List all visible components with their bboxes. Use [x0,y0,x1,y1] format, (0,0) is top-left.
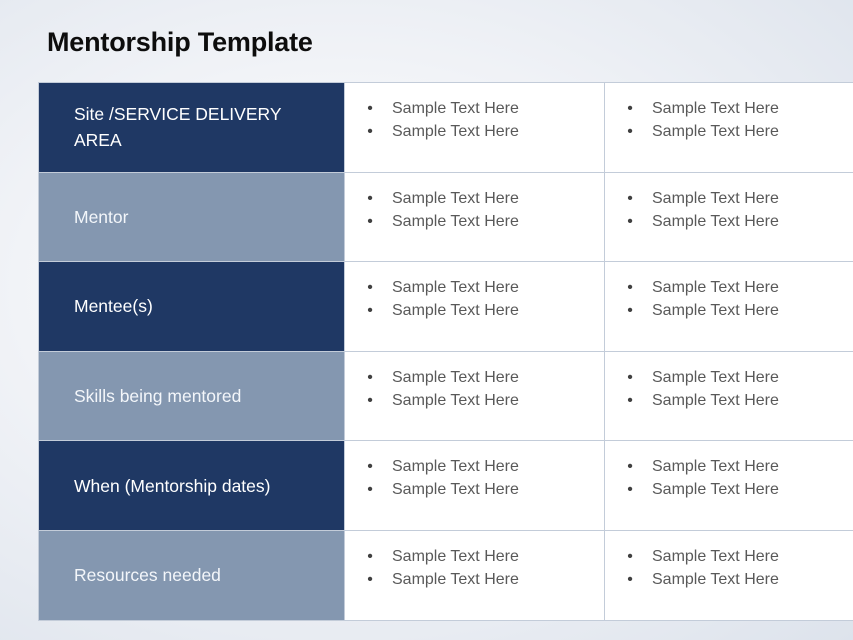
bullet-icon: • [627,212,633,230]
bullet-icon: • [627,100,633,117]
bullet-icon: • [627,570,633,588]
bullet-item: •Sample Text Here [365,299,604,322]
row-mentor-col1[interactable]: •Sample Text Here •Sample Text Here [344,171,605,263]
row-when-col2[interactable]: •Sample Text Here •Sample Text Here [604,440,853,531]
bullet-icon: • [367,100,373,117]
bullet-item: •Sample Text Here [365,97,604,120]
bullet-item: •Sample Text Here [625,389,853,412]
bullet-item: •Sample Text Here [365,389,604,412]
bullet-item: •Sample Text Here [625,455,853,478]
bullet-item: •Sample Text Here [625,210,853,233]
bullet-item: •Sample Text Here [625,478,853,501]
bullet-item: •Sample Text Here [625,120,853,143]
table-row-mentor: Mentor •Sample Text Here •Sample Text He… [38,171,853,263]
row-label-when: When (Mentorship dates) [38,440,345,531]
table-row-when: When (Mentorship dates) •Sample Text Her… [38,440,853,531]
bullet-icon: • [367,368,373,386]
bullet-item: •Sample Text Here [365,187,604,210]
bullet-icon: • [627,189,633,207]
bullet-icon: • [367,481,373,499]
bullet-icon: • [367,279,373,297]
bullet-item: •Sample Text Here [365,545,604,568]
row-label-mentees: Mentee(s) [38,261,345,352]
bullet-item: •Sample Text Here [625,97,853,120]
row-label-resources: Resources needed [38,529,345,621]
row-site-col1[interactable]: •Sample Text Here •Sample Text Here [344,82,605,173]
bullet-item: •Sample Text Here [625,545,853,568]
mentorship-table: Site /SERVICE DELIVERY AREA •Sample Text… [38,82,853,621]
row-site-col2[interactable]: •Sample Text Here •Sample Text Here [604,82,853,173]
bullet-icon: • [367,391,373,409]
row-when-col1[interactable]: •Sample Text Here •Sample Text Here [344,440,605,531]
table-row-skills: Skills being mentored •Sample Text Here … [38,350,853,442]
bullet-icon: • [627,547,633,565]
row-label-mentor: Mentor [38,171,345,263]
bullet-icon: • [367,123,373,140]
row-mentor-col2[interactable]: •Sample Text Here •Sample Text Here [604,171,853,263]
table-row-site: Site /SERVICE DELIVERY AREA •Sample Text… [38,82,853,173]
row-resources-col1[interactable]: •Sample Text Here •Sample Text Here [344,529,605,621]
row-label-skills: Skills being mentored [38,350,345,442]
bullet-icon: • [627,302,633,320]
bullet-item: •Sample Text Here [625,276,853,299]
bullet-icon: • [367,547,373,565]
row-mentees-col2[interactable]: •Sample Text Here •Sample Text Here [604,261,853,352]
bullet-icon: • [367,212,373,230]
bullet-item: •Sample Text Here [365,455,604,478]
bullet-item: •Sample Text Here [625,299,853,322]
bullet-item: •Sample Text Here [625,568,853,591]
bullet-icon: • [367,570,373,588]
table-row-resources: Resources needed •Sample Text Here •Samp… [38,529,853,621]
bullet-icon: • [367,189,373,207]
bullet-item: •Sample Text Here [625,366,853,389]
row-mentees-col1[interactable]: •Sample Text Here •Sample Text Here [344,261,605,352]
table-row-mentees: Mentee(s) •Sample Text Here •Sample Text… [38,261,853,352]
row-skills-col1[interactable]: •Sample Text Here •Sample Text Here [344,350,605,442]
bullet-item: •Sample Text Here [365,478,604,501]
bullet-icon: • [627,458,633,476]
bullet-icon: • [627,391,633,409]
bullet-icon: • [627,279,633,297]
row-skills-col2[interactable]: •Sample Text Here •Sample Text Here [604,350,853,442]
row-label-site: Site /SERVICE DELIVERY AREA [38,82,345,173]
bullet-item: •Sample Text Here [365,120,604,143]
bullet-icon: • [627,481,633,499]
bullet-item: •Sample Text Here [365,210,604,233]
row-resources-col2[interactable]: •Sample Text Here •Sample Text Here [604,529,853,621]
bullet-item: •Sample Text Here [625,187,853,210]
bullet-icon: • [627,123,633,140]
bullet-item: •Sample Text Here [365,366,604,389]
bullet-icon: • [627,368,633,386]
slide-title: Mentorship Template [47,27,313,57]
bullet-item: •Sample Text Here [365,568,604,591]
bullet-icon: • [367,458,373,476]
bullet-icon: • [367,302,373,320]
bullet-item: •Sample Text Here [365,276,604,299]
